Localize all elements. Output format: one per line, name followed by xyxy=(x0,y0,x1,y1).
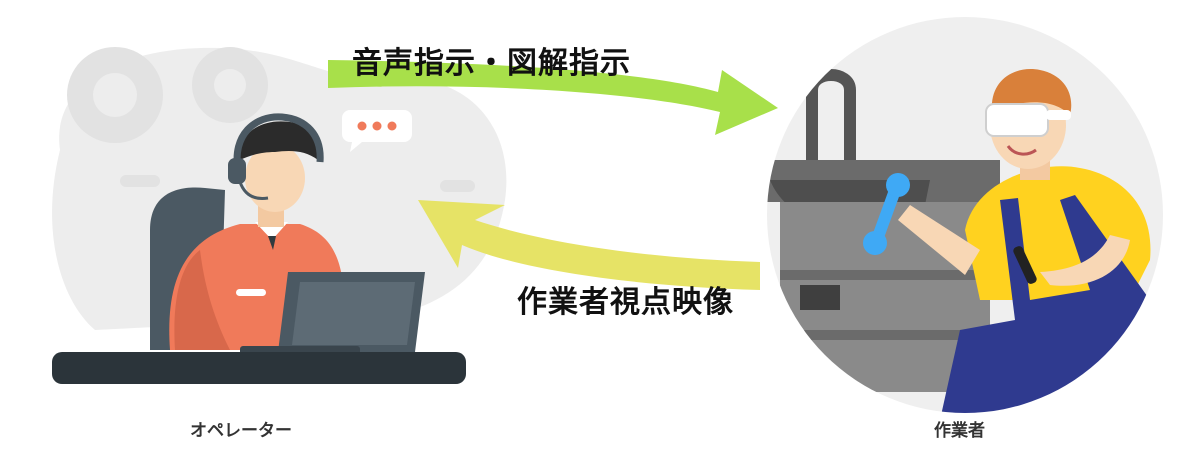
video-arrow-label: 作業者視点映像 xyxy=(517,285,734,320)
instruction-arrow-label: 音声指示・図解指示 xyxy=(352,46,631,81)
arrow-worker-video xyxy=(418,200,760,290)
operator-head xyxy=(245,144,305,212)
speech-bubble xyxy=(342,110,412,152)
screwdriver-icon xyxy=(1013,246,1037,284)
worker-scene xyxy=(767,17,1163,413)
headset-icon xyxy=(228,113,324,200)
worker-caption: 作業者 xyxy=(934,421,985,441)
vr-headset-icon xyxy=(985,103,1071,137)
arrow-instructions xyxy=(328,60,778,135)
operator-scene xyxy=(52,47,507,384)
laptop-icon xyxy=(240,272,425,356)
operator-desk xyxy=(52,352,466,384)
wrench-icon xyxy=(863,173,910,255)
gear-icon xyxy=(67,47,268,143)
operator-caption: オペレーター xyxy=(190,421,292,441)
